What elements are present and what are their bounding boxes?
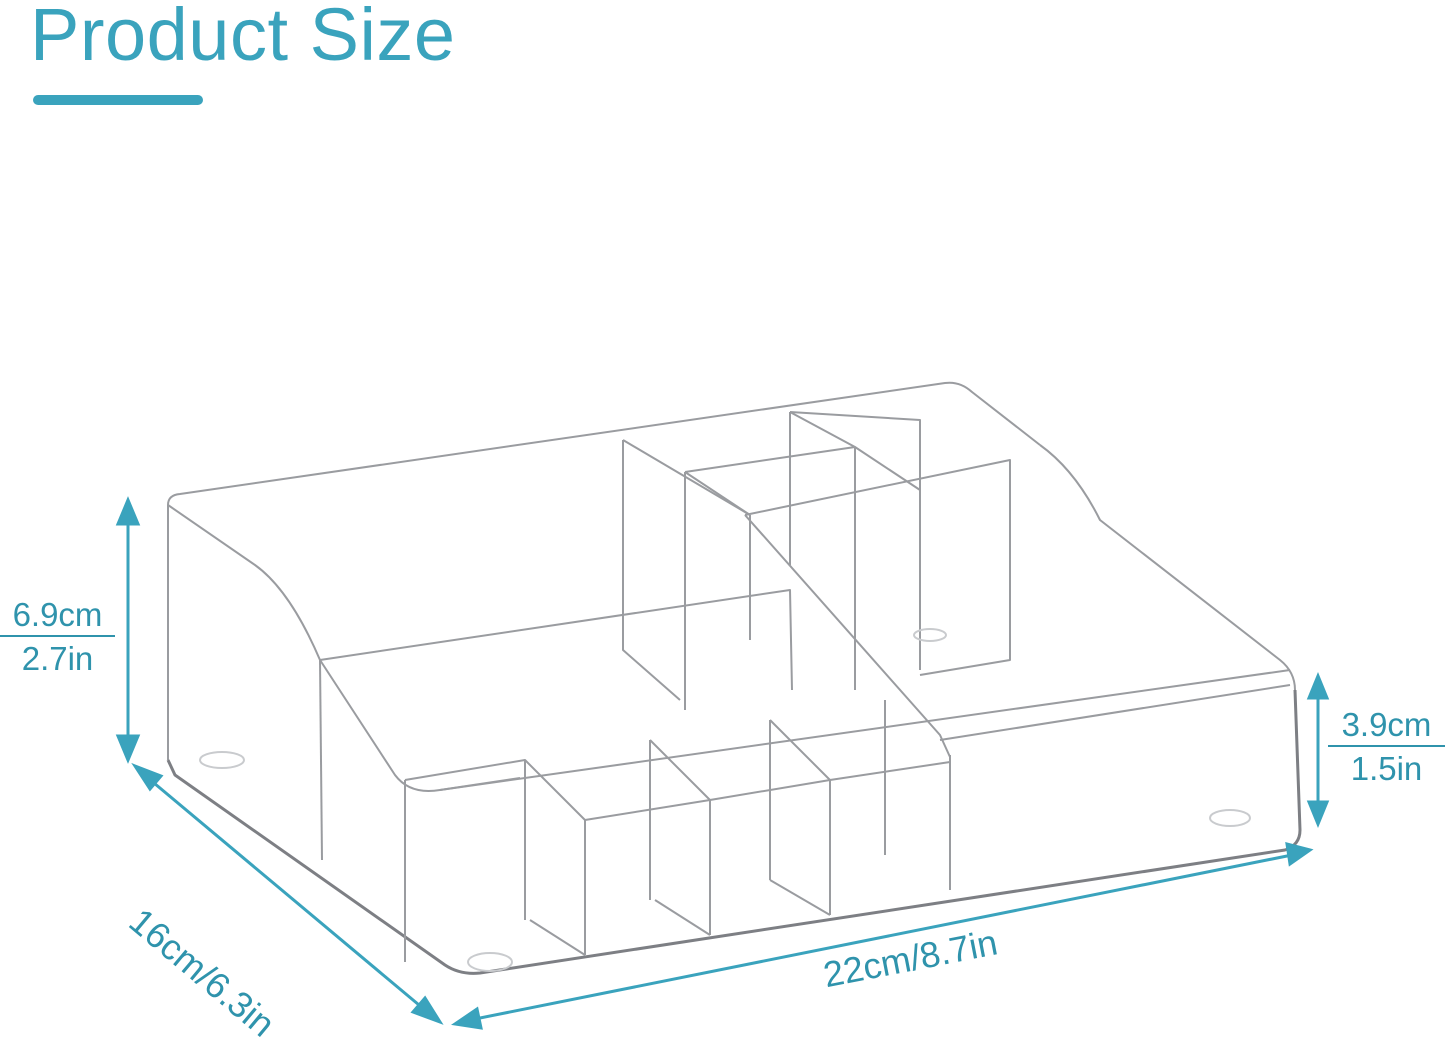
arrow-down-icon xyxy=(1306,800,1330,828)
organizer-outline xyxy=(166,381,1302,975)
organizer-feet xyxy=(199,628,1251,972)
arrow-left-icon xyxy=(451,1006,483,1030)
arrow-down-right-icon xyxy=(410,995,444,1025)
depth-arrow-line xyxy=(147,776,426,1012)
arrow-up-left-icon xyxy=(131,762,164,792)
front-height-in: 1.5in xyxy=(1350,750,1423,787)
arrow-up-icon xyxy=(115,496,141,526)
dimension-arrows xyxy=(115,496,1330,1030)
front-height-cm: 3.9cm xyxy=(1328,705,1445,747)
height-in: 2.7in xyxy=(21,640,94,677)
arrow-down-icon xyxy=(115,734,141,764)
height-cm: 6.9cm xyxy=(0,595,115,637)
title-underline xyxy=(33,95,203,105)
height-dimension-label: 6.9cm 2.7in xyxy=(0,595,115,681)
arrow-up-icon xyxy=(1306,672,1330,700)
front-height-dimension-label: 3.9cm 1.5in xyxy=(1328,705,1445,791)
arrow-right-icon xyxy=(1285,841,1314,867)
page-title: Product Size xyxy=(30,0,456,76)
width-arrow-line xyxy=(469,853,1293,1022)
